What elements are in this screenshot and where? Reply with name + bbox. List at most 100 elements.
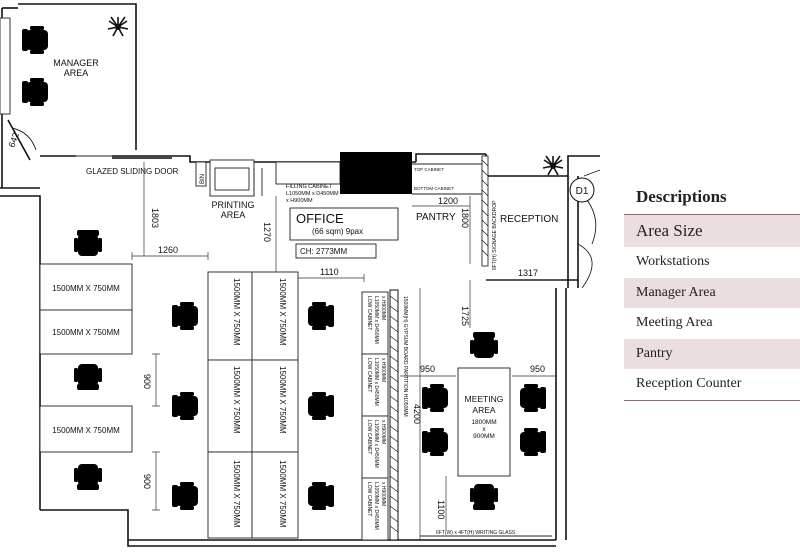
legend-item-manager-area: Manager Area: [624, 277, 800, 308]
manager-area: MANAGER AREA: [0, 16, 129, 115]
chair: [520, 428, 546, 456]
printing-label: AREA: [221, 210, 246, 220]
pantry-cabinet-block: [340, 152, 412, 194]
reception: 8FT(H) SIGNAGE BACKDROP RECEPTION D1: [481, 155, 595, 270]
dim-1110: 1110: [320, 267, 339, 277]
chair: [308, 302, 334, 330]
low-cabinet-label: LOW CABINET: [366, 420, 372, 454]
low-cabinets: LOW CABINET L1050MM x D450MM x H900MM LO…: [361, 289, 408, 541]
dim-900-bottom: 900: [142, 474, 152, 489]
left-workstations: 1500MM X 750MM 1500MM X 750MM 1500MM X 7…: [39, 230, 133, 490]
low-cabinet-label: L1050MM x D450MM: [373, 296, 379, 344]
dim-1200: 1200: [438, 196, 458, 206]
dim-1800: 1800: [460, 208, 470, 228]
legend-item-area-size: Area Size: [624, 215, 800, 247]
manager-desk: [0, 17, 11, 115]
plant-icon: [107, 16, 129, 37]
pantry-label: PANTRY: [416, 212, 456, 223]
meeting-label: MEETING: [465, 394, 504, 404]
dim-1260: 1260: [158, 245, 178, 255]
low-cabinet-labels: LOW CABINET L1050MM x D450MM x H900MM LO…: [366, 296, 386, 530]
glazed-sliding-door: GLAZED SLIDING DOOR: [76, 155, 179, 176]
meeting-size: 900MM: [473, 433, 495, 440]
chair: [308, 482, 334, 510]
partition-label: 1500MM(H) GYPSUM BOARD PARTITION H1050MM: [402, 296, 408, 417]
dim-950-right: 950: [530, 364, 545, 374]
dim-1100: 1100: [436, 500, 446, 519]
legend-item-meeting-area: Meeting Area: [636, 315, 713, 330]
chair: [470, 484, 498, 510]
chair: [422, 428, 448, 456]
manager-chair: [22, 26, 48, 54]
chair: [74, 230, 102, 256]
bin-label: BIN: [200, 174, 206, 184]
chair: [172, 302, 198, 330]
plant-icon: [542, 155, 564, 176]
manager-label: MANAGER: [53, 58, 99, 68]
dim-950-left: 950: [420, 364, 435, 374]
descriptions-legend: Descriptions Area Size Workstations Mana…: [624, 180, 800, 401]
low-cabinet-label: LOW CABINET: [366, 296, 372, 330]
chair: [520, 384, 546, 412]
dim-1803: 1803: [150, 208, 160, 228]
meeting-area: MEETING AREA 1800MM x 900MM: [422, 332, 546, 510]
dim-4200: 4200: [412, 404, 422, 424]
desk-label: 1500MM X 750MM: [278, 278, 287, 346]
desk-label: 1500MM X 750MM: [232, 278, 241, 346]
signage-label: 8FT(H) SIGNAGE BACKDROP: [492, 200, 498, 270]
filling-cabinet: FILLING CABINET L1050MM x D450MM x H900M…: [275, 161, 341, 204]
chair: [172, 392, 198, 420]
office-subtitle: (66 sqm) 9pax: [312, 227, 363, 236]
chair: [422, 384, 448, 412]
meeting-label: AREA: [472, 405, 495, 415]
printing-area: BIN PRINTING AREA: [195, 159, 263, 220]
low-cabinet-label: x H900MM: [380, 420, 386, 444]
writing-glass-label: 6FT(W) x 4FT(H) WRITING GLASS: [436, 530, 516, 536]
dimensions: 1803 1260 1270 1110 1200 1800 1317 1725 …: [131, 162, 560, 540]
desk-label: 1500MM X 750MM: [52, 426, 120, 435]
legend-item-reception-counter: Reception Counter: [624, 369, 800, 401]
printing-label: PRINTING: [211, 200, 254, 210]
office-title: OFFICE (66 sqm) 9pax CH: 2773MM: [289, 207, 399, 259]
dim-642: 642: [6, 131, 21, 149]
office-title-text: OFFICE: [296, 211, 344, 226]
dim-1270: 1270: [262, 222, 272, 242]
low-cabinet-label: x H900MM: [380, 358, 386, 382]
manager-chair: [22, 78, 48, 106]
legend-item-workstations: Workstations: [636, 254, 710, 269]
desk-label: 1500MM X 750MM: [232, 460, 241, 528]
meeting-table: [457, 367, 511, 477]
dim-1725: 1725: [460, 306, 470, 326]
door-tag-d1: D1: [576, 186, 589, 197]
low-cabinet-label: L1050MM x D450MM: [373, 482, 379, 530]
dim-1317: 1317: [518, 268, 538, 278]
manager-label: AREA: [64, 68, 89, 78]
top-cabinet-label: TOP CABINET: [414, 167, 444, 172]
glazed-door-label: GLAZED SLIDING DOOR: [86, 167, 179, 176]
low-cabinet-label: x H900MM: [380, 296, 386, 320]
chair: [172, 482, 198, 510]
chair: [74, 364, 102, 390]
desk-label: 1500MM X 750MM: [278, 460, 287, 528]
printer: [209, 159, 255, 197]
legend-item-pantry: Pantry: [624, 338, 800, 369]
filling-cabinet-label: FILLING CABINET: [286, 184, 333, 190]
chair: [74, 464, 102, 490]
low-cabinet-label: L1050MM x D450MM: [373, 420, 379, 468]
bottom-cabinet-label: BOTTOM CABINET: [414, 186, 454, 191]
low-cabinet-label: LOW CABINET: [366, 358, 372, 392]
desk-label: 1500MM X 750MM: [52, 328, 120, 337]
centre-workstations: 1500MM X 750MM 1500MM X 750MM 1500MM X 7…: [172, 271, 334, 539]
filling-cabinet-label: L1050MM x D450MM: [286, 191, 339, 197]
chair: [308, 392, 334, 420]
low-cabinet-label: x H900MM: [380, 482, 386, 506]
desk-label: 1500MM X 750MM: [232, 366, 241, 434]
chair: [470, 332, 498, 358]
desk-label: 1500MM X 750MM: [278, 366, 287, 434]
low-cabinet-label: LOW CABINET: [366, 482, 372, 516]
dim-900-top: 900: [142, 374, 152, 389]
pantry: TOP CABINET BOTTOM CABINET PANTRY: [412, 163, 486, 223]
low-cabinet-label: L1050MM x D450MM: [373, 358, 379, 406]
filling-cabinet-label: x H900MM: [286, 198, 313, 204]
